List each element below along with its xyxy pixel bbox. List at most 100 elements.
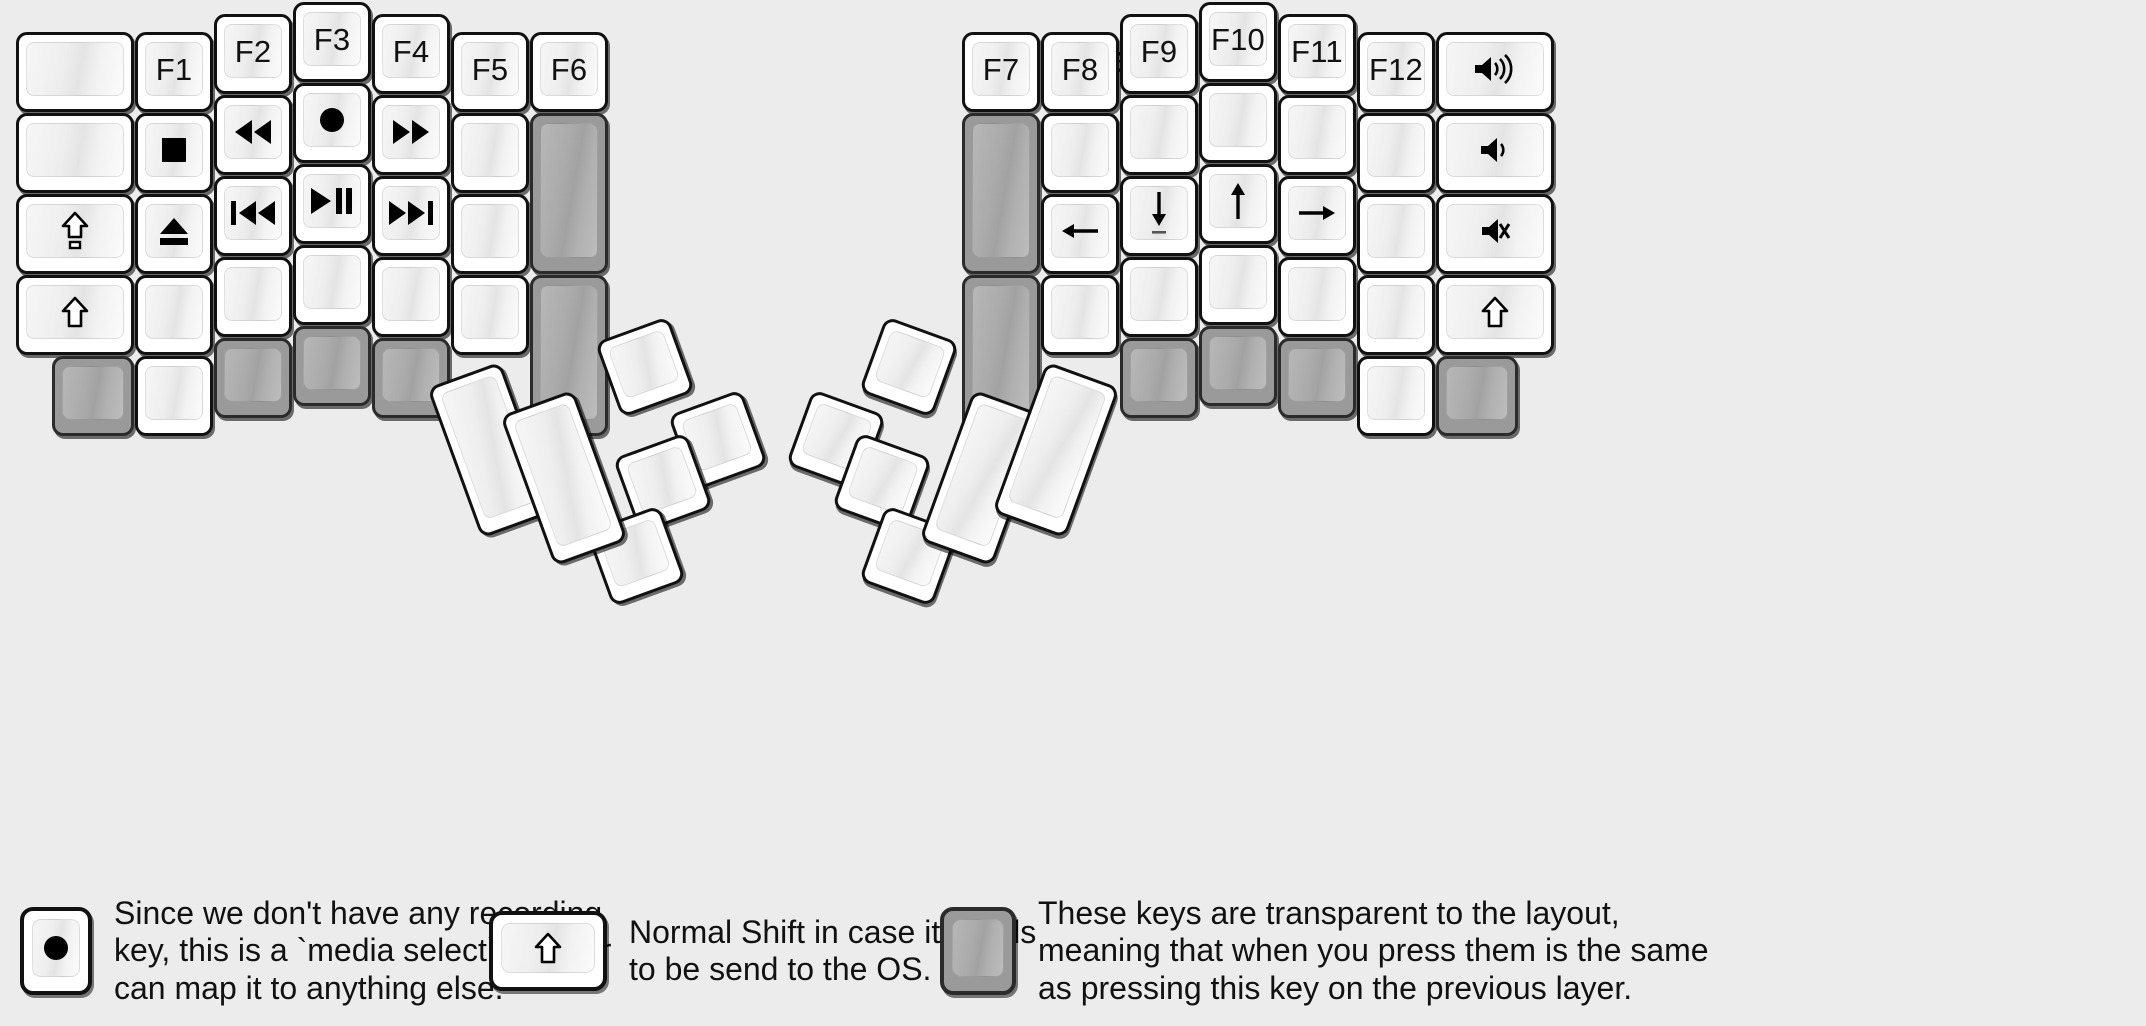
key-left-ring-1[interactable] — [214, 95, 292, 175]
key-left-pinky-2[interactable] — [135, 194, 213, 274]
key-right-pinky-1[interactable] — [1278, 95, 1356, 175]
legend-keycap-surface — [32, 919, 80, 977]
key-left-index-3[interactable] — [372, 257, 450, 337]
key-label: F12 — [1368, 51, 1424, 87]
key-right-index-2[interactable] — [1041, 194, 1119, 274]
keycap-surface — [607, 328, 681, 400]
keycap-surface — [540, 123, 598, 258]
key-right-inner-1[interactable] — [962, 113, 1040, 274]
key-right-middle-3[interactable] — [1120, 257, 1198, 337]
key-right-middle-0[interactable]: F9 — [1120, 14, 1198, 94]
key-left-index-0[interactable]: F4 — [372, 14, 450, 94]
key-left-ring-3[interactable] — [214, 257, 292, 337]
key-left-innermost-1[interactable] — [530, 113, 608, 274]
keycap-surface — [1209, 336, 1267, 390]
key-left-inner-0[interactable]: F5 — [451, 32, 529, 112]
key-right-outer-wide-3[interactable] — [1436, 275, 1554, 355]
key-label: F2 — [234, 33, 272, 69]
keycap-surface — [1446, 204, 1544, 258]
key-left-pinky-3[interactable] — [135, 275, 213, 355]
key-right-outer-wide-0[interactable] — [1436, 32, 1554, 112]
key-left-index-4[interactable] — [372, 338, 450, 418]
key-right-ring-1[interactable] — [1199, 83, 1277, 163]
key-left-middle-0[interactable]: F3 — [293, 2, 371, 82]
key-left-inner-1[interactable] — [451, 113, 529, 193]
key-right-pinky-2[interactable] — [1278, 176, 1356, 256]
key-left-innermost-0[interactable]: F6 — [530, 32, 608, 112]
key-left-pinky-4[interactable] — [135, 356, 213, 436]
key-label: F3 — [313, 21, 351, 57]
key-right-pinky-0[interactable]: F11 — [1278, 14, 1356, 94]
keycap-surface — [62, 366, 124, 420]
key-left-pinky-1[interactable] — [135, 113, 213, 193]
legend-text-shift-key: Normal Shift in case it needs to be send… — [629, 913, 1036, 987]
keycap-surface — [461, 204, 519, 258]
key-right-middle-4[interactable] — [1120, 338, 1198, 418]
keycap-surface — [382, 105, 440, 159]
key-right-outer-1[interactable] — [1357, 113, 1435, 193]
keycap-surface — [26, 285, 124, 339]
keycap-surface: F1 — [145, 42, 203, 96]
key-right-index-1[interactable] — [1041, 113, 1119, 193]
key-left-outer-wide-1[interactable] — [16, 113, 134, 193]
media-play-pause-icon — [310, 187, 354, 215]
key-right-thumb-small-top-right[interactable] — [858, 316, 960, 418]
key-right-pinky-3[interactable] — [1278, 257, 1356, 337]
legend-text-transparent-key: These keys are transparent to the layout… — [1038, 895, 1709, 1006]
key-left-middle-4[interactable] — [293, 326, 371, 406]
keycap-surface — [145, 285, 203, 339]
key-left-ring-0[interactable]: F2 — [214, 14, 292, 94]
keycap-surface — [1288, 105, 1346, 159]
key-right-outer-wide-1[interactable] — [1436, 113, 1554, 193]
key-right-middle-2[interactable] — [1120, 176, 1198, 256]
keycap-surface — [1209, 255, 1267, 309]
key-right-index-0[interactable]: F8 — [1041, 32, 1119, 112]
key-right-index-3[interactable] — [1041, 275, 1119, 355]
key-left-index-2[interactable] — [372, 176, 450, 256]
key-right-middle-1[interactable] — [1120, 95, 1198, 175]
key-label: F4 — [392, 33, 430, 69]
keycap-surface — [224, 186, 282, 240]
key-left-middle-1[interactable] — [293, 83, 371, 163]
key-left-pinky-0[interactable]: F1 — [135, 32, 213, 112]
key-right-outer-wide-2[interactable] — [1436, 194, 1554, 274]
key-right-ring-2[interactable] — [1199, 164, 1277, 244]
arrow-left-icon — [1060, 219, 1100, 243]
keycap-surface: F2 — [224, 24, 282, 78]
key-right-outer-4[interactable] — [1357, 356, 1435, 436]
key-left-index-1[interactable] — [372, 95, 450, 175]
keycap-surface — [1051, 204, 1109, 258]
key-right-ring-4[interactable] — [1199, 326, 1277, 406]
key-left-inner-3[interactable] — [451, 275, 529, 355]
keycap-surface — [1446, 366, 1508, 420]
keycap-surface — [1130, 348, 1188, 402]
key-left-thumb-small-top-left[interactable] — [594, 316, 696, 418]
key-left-outer-wide-3[interactable] — [16, 275, 134, 355]
volume-mute-icon — [1480, 216, 1510, 246]
key-right-outer-wide-extra[interactable] — [1436, 356, 1518, 436]
keycap-surface — [224, 267, 282, 321]
key-left-outer-wide-0[interactable] — [16, 32, 134, 112]
keycap-surface — [1288, 267, 1346, 321]
key-left-middle-2[interactable] — [293, 164, 371, 244]
key-right-inner-0[interactable]: F7 — [962, 32, 1040, 112]
keycap-surface — [224, 105, 282, 159]
key-right-pinky-4[interactable] — [1278, 338, 1356, 418]
keycap-surface: F10 — [1209, 12, 1267, 66]
key-left-outer-wide-extra[interactable] — [52, 356, 134, 436]
keycap-surface — [1130, 186, 1188, 240]
key-left-ring-4[interactable] — [214, 338, 292, 418]
shift-icon — [61, 296, 89, 328]
key-left-outer-wide-2[interactable] — [16, 194, 134, 274]
key-right-outer-2[interactable] — [1357, 194, 1435, 274]
media-fast-forward-icon — [391, 119, 431, 145]
key-left-middle-3[interactable] — [293, 245, 371, 325]
key-right-ring-0[interactable]: F10 — [1199, 2, 1277, 82]
key-left-ring-2[interactable] — [214, 176, 292, 256]
keycap-surface: F7 — [972, 42, 1030, 96]
key-right-ring-3[interactable] — [1199, 245, 1277, 325]
key-right-outer-0[interactable]: F12 — [1357, 32, 1435, 112]
key-left-inner-2[interactable] — [451, 194, 529, 274]
keycap-surface — [461, 123, 519, 177]
key-right-outer-3[interactable] — [1357, 275, 1435, 355]
